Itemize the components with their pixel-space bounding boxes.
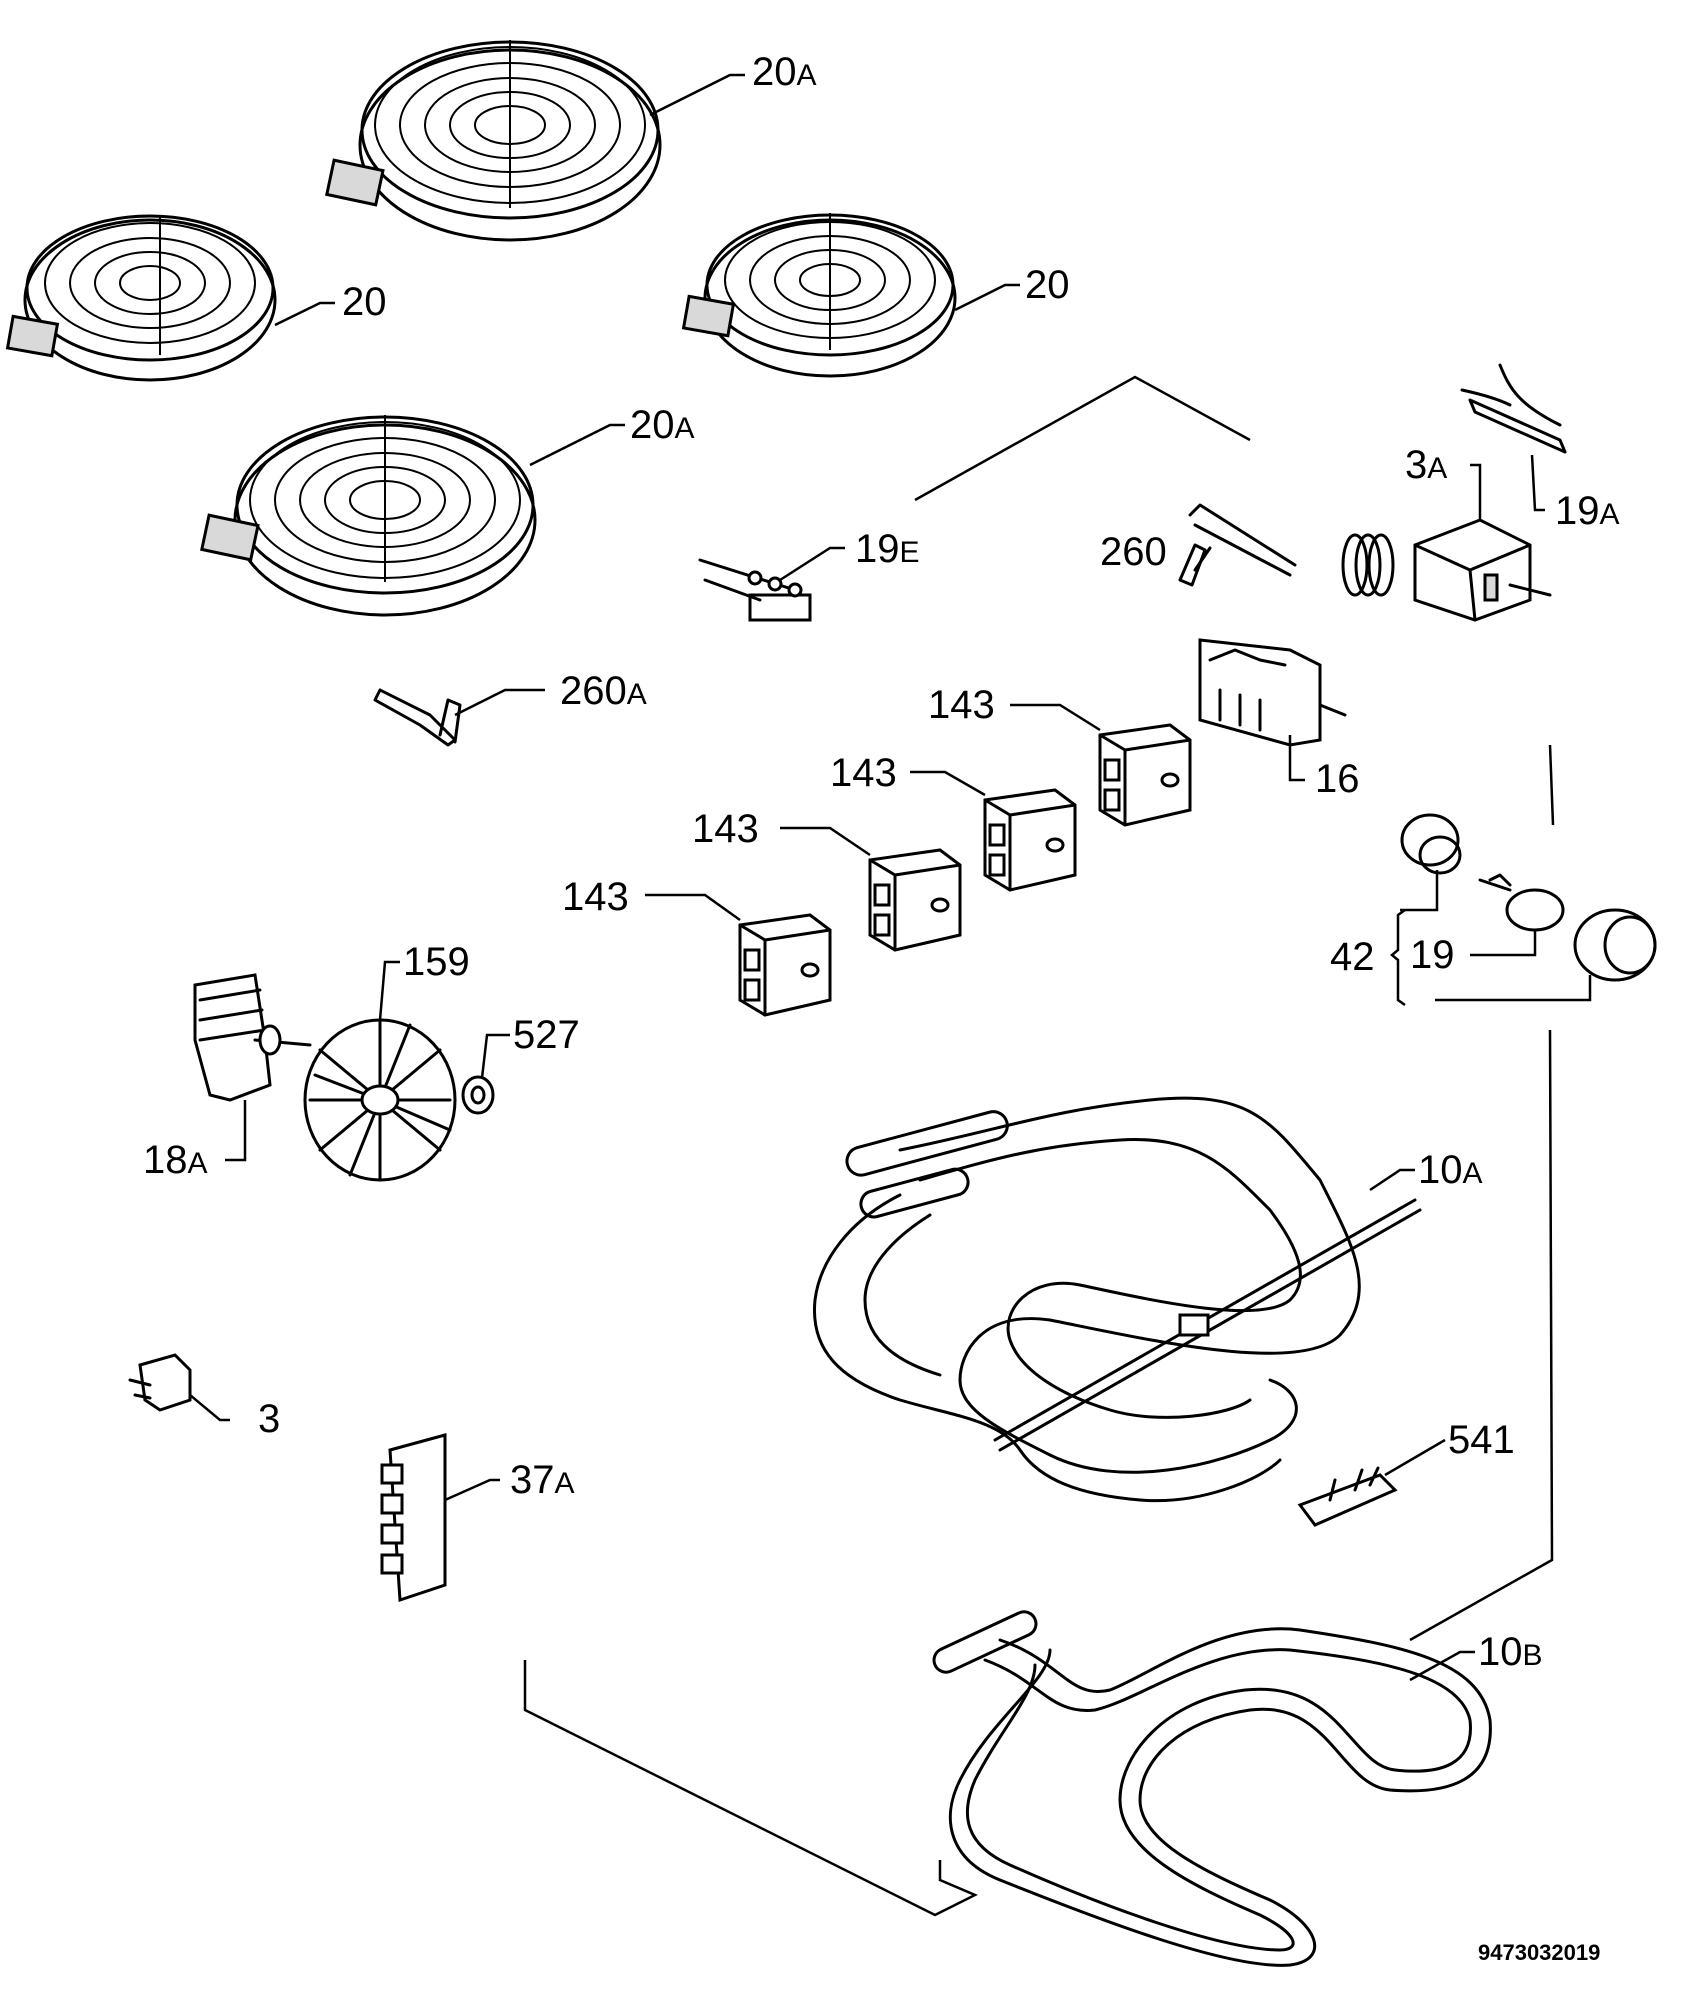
label-20a-top: 20A	[752, 50, 817, 94]
label-20-right: 20	[1025, 263, 1070, 307]
hotplate-20-right	[681, 213, 957, 378]
regulator-143-4	[738, 913, 832, 1017]
label-143-3: 143	[692, 807, 759, 851]
label-20a-bottom: 20A	[630, 403, 695, 447]
fan-blade-159	[303, 1018, 457, 1182]
regulator-143-2	[983, 788, 1077, 892]
grill-element-10a	[812, 1096, 1422, 1503]
clip-541	[1297, 1466, 1398, 1527]
terminal-block-19e	[698, 558, 812, 622]
bottom-element-10b	[932, 1610, 1492, 1967]
label-18a: 18A	[143, 1138, 208, 1182]
leader-lines	[189, 73, 1592, 1682]
hotplate-20a-top	[325, 40, 662, 242]
lamp-cover	[1573, 908, 1657, 982]
label-159: 159	[403, 940, 470, 984]
terminal-strip-37a	[380, 1433, 447, 1603]
label-10b: 10B	[1478, 1630, 1543, 1674]
label-260a: 260A	[560, 669, 647, 713]
label-143-1: 143	[928, 683, 995, 727]
label-143-4: 143	[562, 875, 629, 919]
label-3a: 3A	[1405, 443, 1447, 487]
label-527: 527	[513, 1013, 580, 1057]
label-143-2: 143	[830, 751, 897, 795]
bracket-260a	[373, 688, 462, 747]
label-260: 260	[1100, 530, 1167, 574]
label-42: 42	[1330, 935, 1375, 979]
selector-switch-16	[1198, 638, 1347, 747]
label-16: 16	[1315, 757, 1360, 801]
label-541: 541	[1448, 1418, 1515, 1462]
regulator-143-1	[1098, 723, 1192, 827]
label-37a: 37A	[510, 1458, 575, 1502]
label-10a: 10A	[1418, 1148, 1483, 1192]
document-code: 9473032019	[1478, 1940, 1600, 1965]
sensor-19a	[1460, 363, 1567, 454]
label-19: 19	[1410, 933, 1455, 977]
lamp-holder	[1400, 813, 1462, 875]
label-19e: 19E	[855, 527, 920, 571]
clip-260	[1178, 543, 1212, 587]
thermostat-3a	[1188, 503, 1552, 622]
regulator-143-3	[868, 848, 962, 952]
hotplate-20-left	[5, 214, 277, 382]
label-20-left: 20	[342, 280, 387, 324]
hotplate-20a-bottom	[200, 415, 537, 617]
fan-motor-18a	[193, 973, 312, 1102]
nut-527	[461, 1075, 495, 1115]
label-3: 3	[258, 1397, 280, 1441]
oven-switch-3	[128, 1353, 192, 1412]
lamp-bulb-19	[1478, 873, 1565, 932]
label-19a: 19A	[1555, 489, 1620, 533]
group-outline-lines	[523, 375, 1555, 1917]
